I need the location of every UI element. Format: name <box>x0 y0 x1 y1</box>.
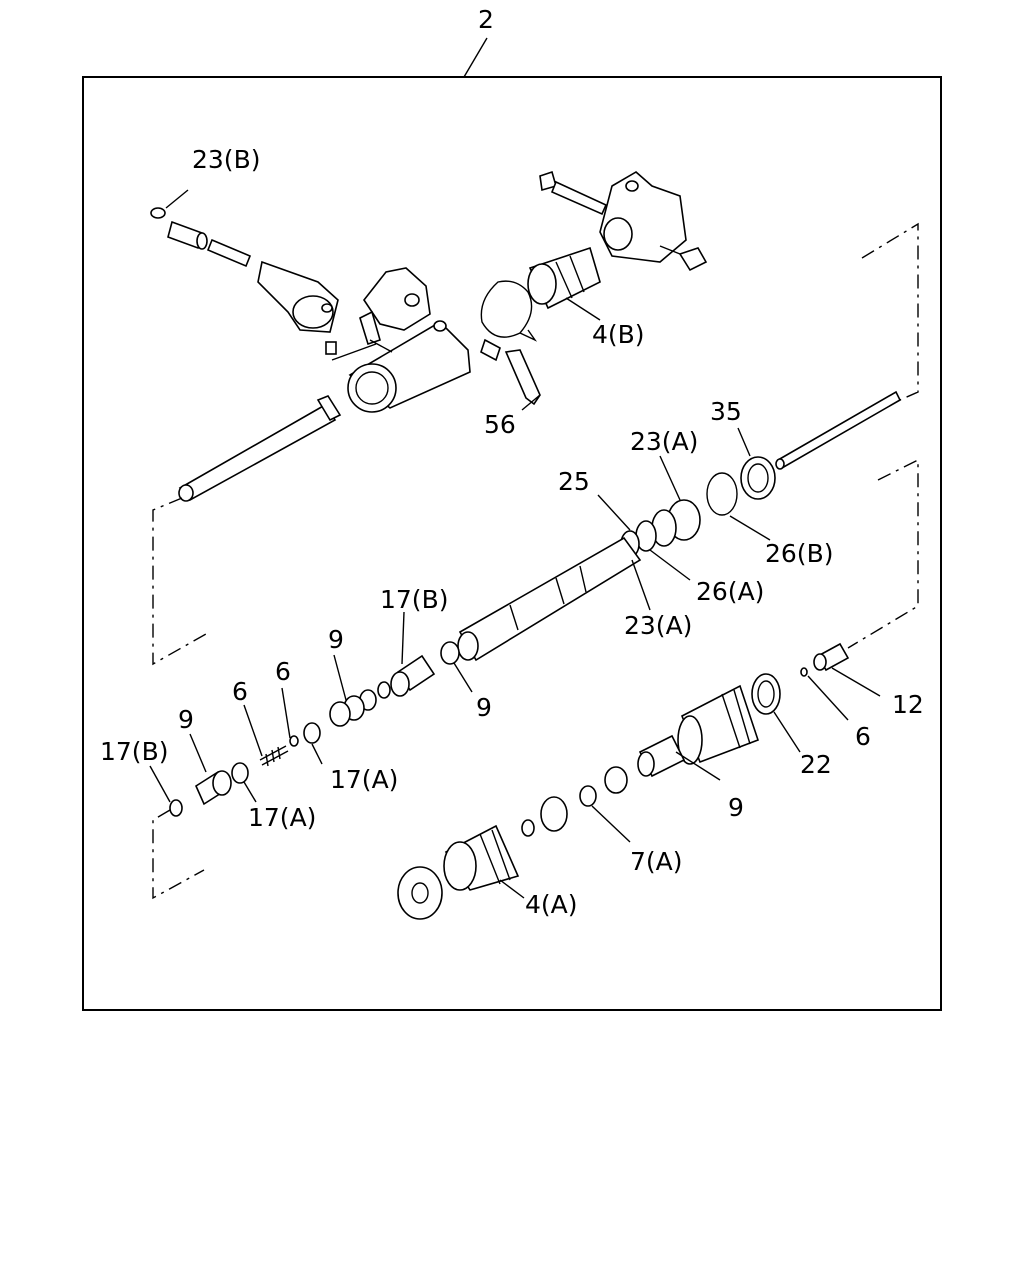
label-6-left: 6 <box>232 677 248 706</box>
washer-6-right <box>800 667 808 677</box>
valve-body-17b <box>377 654 436 699</box>
bracket-right <box>599 171 687 263</box>
label-17b-left: 17(B) <box>100 737 168 766</box>
label-7a: 7(A) <box>630 847 683 876</box>
seal-9-mid <box>440 641 460 665</box>
label-9-bottom: 9 <box>728 793 744 822</box>
label-56: 56 <box>484 410 516 439</box>
label-17a-left: 17(A) <box>248 803 316 832</box>
assembly-frame <box>82 76 942 1011</box>
boot-4a <box>443 824 520 891</box>
bushing-35 <box>740 456 776 500</box>
boot-4b <box>527 246 601 310</box>
hose-56 <box>504 349 541 406</box>
assembly-number-label: 2 <box>478 5 494 34</box>
label-35: 35 <box>710 397 742 426</box>
input-shaft <box>178 395 342 502</box>
snap-ring-23b <box>150 207 166 219</box>
label-25: 25 <box>558 467 590 496</box>
bushing-small <box>521 796 568 837</box>
label-17b-mid: 17(B) <box>380 585 448 614</box>
o-ring-26b <box>706 472 738 516</box>
small-nut-56 <box>480 338 501 362</box>
piston-9-bottom <box>637 734 686 778</box>
rack-tube <box>457 536 642 662</box>
clamp-bolt <box>539 170 608 216</box>
dowel-pin <box>206 238 252 268</box>
label-23b: 23(B) <box>192 145 260 174</box>
piston-9-left <box>194 770 232 806</box>
leader-lines <box>149 189 881 899</box>
small-screw <box>325 341 337 355</box>
end-fitting-12 <box>813 642 850 672</box>
washer-6-top <box>289 735 299 747</box>
washer-7a <box>579 785 597 807</box>
snap-ring-17b-left <box>169 799 183 817</box>
pin-sleeve <box>167 220 208 250</box>
label-4a: 4(A) <box>525 890 578 919</box>
label-26a: 26(A) <box>696 577 764 606</box>
bellows-housing <box>677 684 760 765</box>
label-9-mid: 9 <box>328 625 344 654</box>
steering-housing <box>331 267 471 413</box>
label-23a-mid: 23(A) <box>624 611 692 640</box>
valve-spool-9 <box>329 689 377 727</box>
label-6-top: 6 <box>275 657 291 686</box>
ring-22 <box>751 673 781 715</box>
dust-cover <box>397 866 443 920</box>
bracket-left <box>257 260 339 333</box>
washer-ring <box>604 766 628 794</box>
label-6-right: 6 <box>855 722 871 751</box>
label-23a-top: 23(A) <box>630 427 698 456</box>
label-9-left: 9 <box>178 705 194 734</box>
label-17a-mid: 17(A) <box>330 765 398 794</box>
seal-17a-mid <box>303 722 321 744</box>
label-12: 12 <box>892 690 924 719</box>
tie-rod-right <box>775 390 902 470</box>
label-9-right: 9 <box>476 693 492 722</box>
piston-ring-set <box>620 499 701 558</box>
label-26b: 26(B) <box>765 539 833 568</box>
assembly-leader <box>463 37 488 78</box>
connection-lines <box>152 222 919 900</box>
label-4b: 4(B) <box>592 320 645 349</box>
snap-ring-large <box>480 280 538 342</box>
seal-17a-left <box>231 762 249 784</box>
nut-right <box>659 245 708 272</box>
spring-6 <box>259 745 289 767</box>
label-22: 22 <box>800 750 832 779</box>
